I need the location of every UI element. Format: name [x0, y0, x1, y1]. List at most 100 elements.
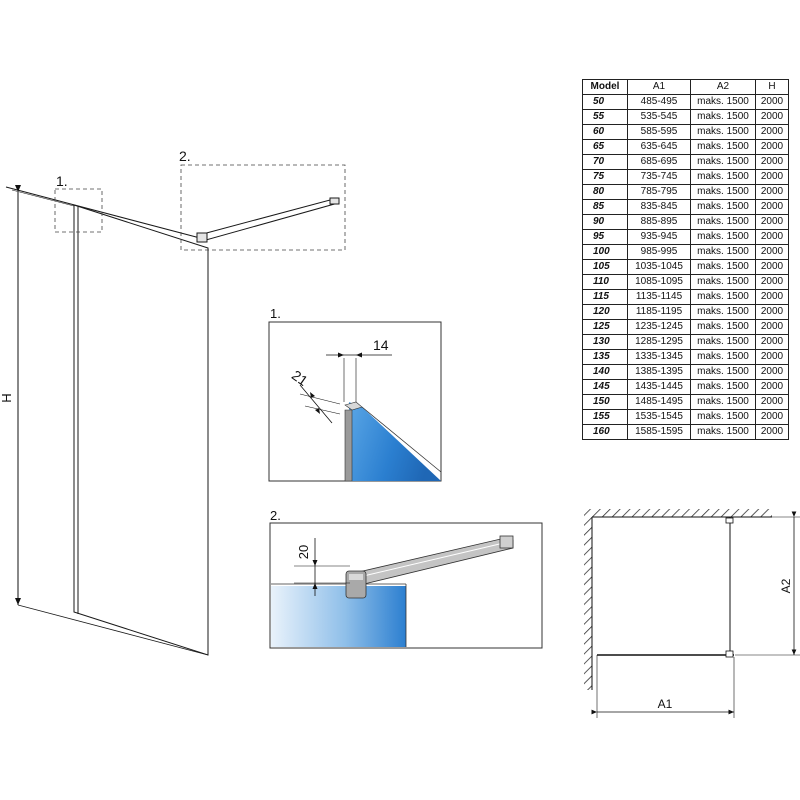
h-cell: 2000 — [755, 334, 789, 350]
h-cell: 2000 — [755, 109, 789, 125]
model-cell: 120 — [582, 304, 628, 320]
model-cell: 125 — [582, 319, 628, 335]
a2-cell: maks. 1500 — [690, 184, 756, 200]
h-cell: 2000 — [755, 424, 789, 440]
a2-cell: maks. 1500 — [690, 364, 756, 380]
a1-cell: 585-595 — [627, 124, 691, 140]
a2-cell: maks. 1500 — [690, 199, 756, 215]
a2-cell: maks. 1500 — [690, 334, 756, 350]
detail1-glass-front — [344, 409, 353, 482]
model-cell: 55 — [582, 109, 628, 125]
h-cell: 2000 — [755, 169, 789, 185]
header-a1: A1 — [627, 79, 691, 95]
h-cell: 2000 — [755, 259, 789, 275]
a2-cell: maks. 1500 — [690, 274, 756, 290]
model-cell: 90 — [582, 214, 628, 230]
a2-cell: maks. 1500 — [690, 319, 756, 335]
h-cell: 2000 — [755, 379, 789, 395]
h-cell: 2000 — [755, 229, 789, 245]
bar-clamp — [196, 232, 208, 243]
a1-cell: 1235-1245 — [627, 319, 691, 335]
model-cell: 65 — [582, 139, 628, 155]
h-cell: 2000 — [755, 409, 789, 425]
a1-cell: 1135-1145 — [627, 289, 691, 305]
model-cell: 75 — [582, 169, 628, 185]
h-cell: 2000 — [755, 244, 789, 260]
a1-cell: 635-645 — [627, 139, 691, 155]
model-cell: 80 — [582, 184, 628, 200]
model-cell: 140 — [582, 364, 628, 380]
detail1-glass — [349, 402, 441, 481]
a2-cell: maks. 1500 — [690, 304, 756, 320]
a1-cell: 1435-1445 — [627, 379, 691, 395]
detail1-glass-edge — [361, 406, 442, 473]
model-cell: 155 — [582, 409, 628, 425]
a2-cell: maks. 1500 — [690, 214, 756, 230]
a2-cell: maks. 1500 — [690, 394, 756, 410]
h-cell: 2000 — [755, 364, 789, 380]
a1-cell: 685-695 — [627, 154, 691, 170]
model-cell: 100 — [582, 244, 628, 260]
a2-cell: maks. 1500 — [690, 244, 756, 260]
detail1-marker: 1. — [56, 173, 68, 189]
h-cell: 2000 — [755, 124, 789, 140]
a1-cell: 835-845 — [627, 199, 691, 215]
a1-cell: 1035-1045 — [627, 259, 691, 275]
detail2-marker-box — [180, 164, 346, 251]
a2-cell: maks. 1500 — [690, 169, 756, 185]
a1-cell: 785-795 — [627, 184, 691, 200]
a1-cell: 1085-1095 — [627, 274, 691, 290]
a2-cell: maks. 1500 — [690, 124, 756, 140]
a2-cell: maks. 1500 — [690, 409, 756, 425]
h-cell: 2000 — [755, 289, 789, 305]
a2-cell: maks. 1500 — [690, 154, 756, 170]
a1-cell: 1535-1545 — [627, 409, 691, 425]
bar-wall-mount — [329, 197, 340, 205]
a1-cell: 735-745 — [627, 169, 691, 185]
h-cell: 2000 — [755, 139, 789, 155]
wall-line-bottom — [17, 604, 209, 656]
model-cell: 85 — [582, 199, 628, 215]
a2-cell: maks. 1500 — [690, 379, 756, 395]
a2-cell: maks. 1500 — [690, 109, 756, 125]
model-cell: 70 — [582, 154, 628, 170]
a2-cell: maks. 1500 — [690, 349, 756, 365]
a1-cell: 535-545 — [627, 109, 691, 125]
a2-cell: maks. 1500 — [690, 289, 756, 305]
a1-cell: 1385-1395 — [627, 364, 691, 380]
detail1-title: 1. — [270, 306, 281, 321]
dim-a2-label: A2 — [779, 578, 793, 593]
a1-cell: 1485-1495 — [627, 394, 691, 410]
h-cell: 2000 — [755, 214, 789, 230]
plan-view: A1 A2 — [584, 509, 800, 718]
model-cell: 160 — [582, 424, 628, 440]
h-cell: 2000 — [755, 274, 789, 290]
table-header-row: Model A1 A2 H — [582, 79, 789, 95]
model-cell: 105 — [582, 259, 628, 275]
model-cell: 110 — [582, 274, 628, 290]
model-cell: 145 — [582, 379, 628, 395]
wall-hatch-left — [584, 509, 592, 690]
a1-cell: 885-895 — [627, 214, 691, 230]
h-cell: 2000 — [755, 349, 789, 365]
a2-cell: maks. 1500 — [690, 424, 756, 440]
